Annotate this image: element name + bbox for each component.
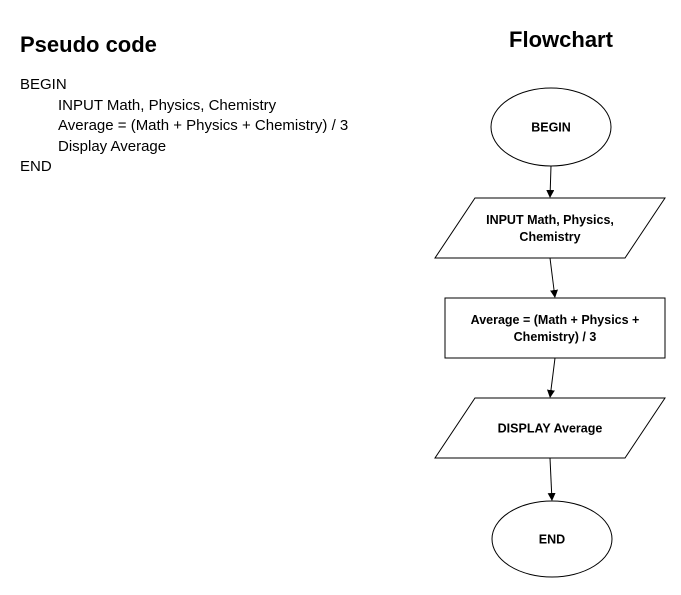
flowchart-nodes: BEGIN INPUT Math, Physics, ChemistryAverag… — [434, 87, 666, 578]
code-line-end: END — [20, 158, 52, 175]
node-end: END — [491, 500, 613, 578]
node-label-process-0: Average = (Math + Physics + — [471, 313, 640, 327]
node-begin: BEGIN — [490, 87, 612, 167]
flowchart-edges — [546, 165, 558, 501]
node-process: Average = (Math + Physics + Chemistry) / … — [444, 297, 666, 359]
node-shape-display — [434, 397, 666, 459]
node-label-display-0: DISPLAY Average — [498, 422, 603, 436]
code-line-display: Display Average — [58, 137, 167, 155]
pseudocode-block: BEGIN INPUT Math, Physics, Chemistry Ave… — [20, 75, 348, 178]
code-line-average: Average = (Math + Physics + Chemistry) /… — [58, 117, 349, 134]
node-shape-end — [491, 500, 613, 578]
node-shape-begin — [490, 87, 612, 167]
arrow-process-to-display — [547, 357, 556, 398]
node-label-input-0: INPUT Math, Physics, — [486, 213, 614, 227]
node-label-input-1: Chemistry — [519, 230, 580, 244]
node-label-process-1: Chemistry) / 3 — [514, 330, 597, 344]
node-shape-process — [444, 297, 666, 359]
node-label-end-0: END — [539, 533, 565, 547]
node-shape-input — [434, 197, 666, 259]
flowchart-title: Flowchart — [509, 27, 613, 52]
code-line-begin: BEGIN — [20, 76, 67, 93]
arrow-display-to-end — [547, 457, 556, 501]
code-line-input: INPUT Math, Physics, Chemistry — [58, 96, 277, 114]
node-input: INPUT Math, Physics, Chemistry — [434, 197, 666, 259]
arrow-begin-to-input — [546, 165, 555, 198]
node-label-begin-0: BEGIN — [531, 121, 571, 135]
node-display: DISPLAY Average — [434, 397, 666, 459]
pseudocode-title: Pseudo code — [20, 32, 157, 57]
arrow-input-to-process — [549, 257, 558, 298]
